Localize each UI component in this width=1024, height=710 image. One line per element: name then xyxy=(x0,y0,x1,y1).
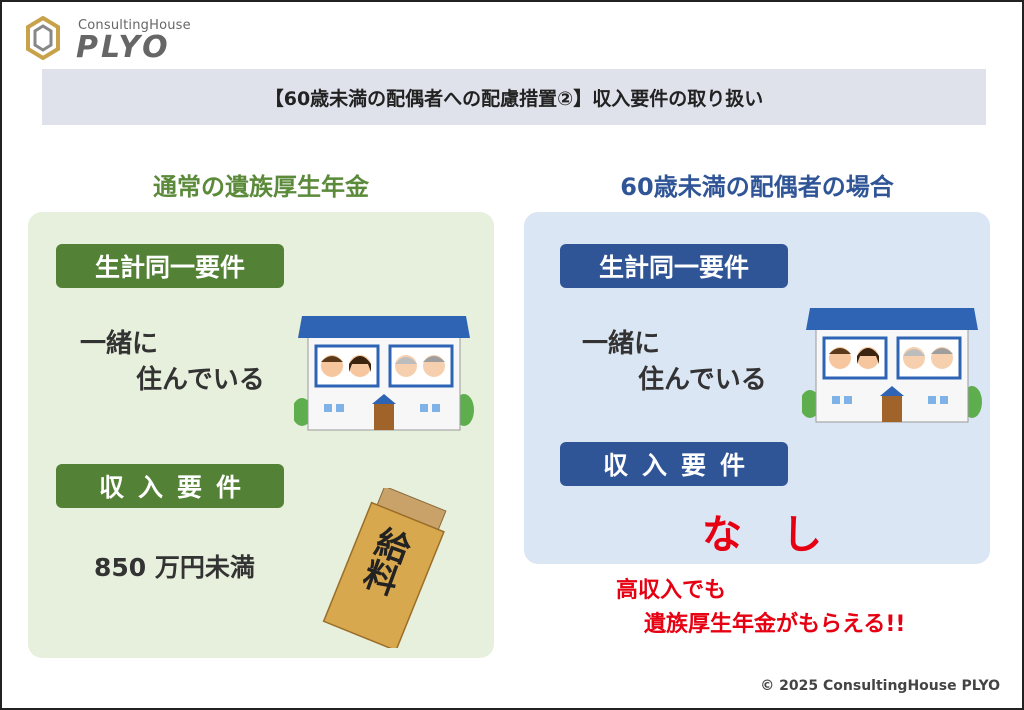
right-text-line2: 住んでいる xyxy=(638,365,767,395)
right-heading: 60歳未満の配偶者の場合 xyxy=(620,173,894,201)
left-text-line2: 住んでいる xyxy=(136,365,265,395)
salary-envelope-graphic xyxy=(322,485,447,652)
logo-mark-icon xyxy=(26,16,60,60)
right-none-text: なし xyxy=(702,512,862,558)
left-tag-livelihood: 生計同一要件 xyxy=(56,244,284,288)
red-note-line2: 遺族厚生年金がもらえる!! xyxy=(644,612,906,637)
logo: ConsultingHouse PLYO xyxy=(26,14,196,65)
left-text-line1: 一緒に xyxy=(80,329,159,359)
page-title: 【60歳未満の配偶者への配慮措置②】収入要件の取り扱い xyxy=(264,87,764,110)
house-family-icon xyxy=(294,316,474,431)
left-heading: 通常の遺族厚生年金 xyxy=(153,173,369,201)
logo-brand-small: ConsultingHouse xyxy=(78,18,191,33)
right-text-line1: 一緒に xyxy=(582,329,661,359)
title-bar: 【60歳未満の配偶者への配慮措置②】収入要件の取り扱い xyxy=(42,69,986,125)
right-tag-livelihood: 生計同一要件 xyxy=(560,244,788,288)
left-income-limit: 850 万円未満 xyxy=(94,553,255,582)
salary-envelope-icon: 給料 xyxy=(314,485,454,652)
red-note-line1: 高収入でも xyxy=(616,578,727,603)
right-tag-income: 収入要件 xyxy=(560,442,788,486)
left-tag-income: 収入要件 xyxy=(56,464,284,508)
logo-brand-big: PLYO xyxy=(76,30,171,65)
copyright: © 2025 ConsultingHouse PLYO xyxy=(760,678,1000,694)
house-family-icon-right xyxy=(802,308,982,423)
